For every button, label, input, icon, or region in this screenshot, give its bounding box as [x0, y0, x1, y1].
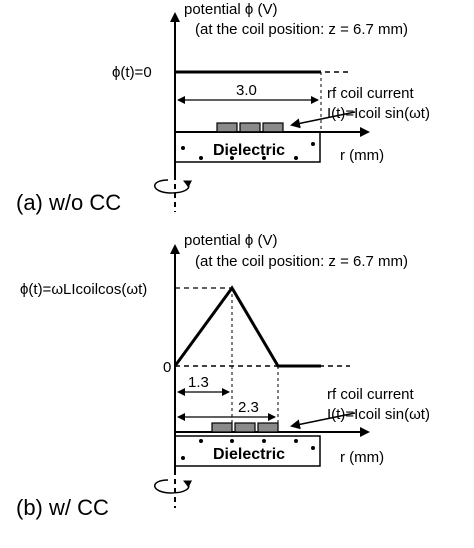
position-note-b: (at the coil position: z = 6.7 mm): [195, 253, 408, 270]
potential-axis-label-a: potential ϕ (V): [184, 1, 277, 18]
coil-winding-a1: [216, 122, 238, 133]
dot-b1: [181, 456, 185, 460]
r-axis-label-b: r (mm): [340, 449, 384, 466]
panel-b: potential ϕ (V) (at the coil position: z…: [16, 232, 430, 520]
coil-label-b: rf coil current: [327, 386, 415, 403]
dot-a5: [294, 156, 298, 160]
dot-b4: [262, 439, 266, 443]
coil-pointer-a: [290, 111, 356, 129]
coil-winding-b1: [211, 422, 233, 433]
caption-b: (b) w/ CC: [16, 495, 109, 520]
dot-a4: [262, 156, 266, 160]
dielectric-box-a: [174, 131, 321, 163]
coil-winding-a2: [239, 122, 261, 133]
caption-a: (a) w/o CC: [16, 190, 121, 215]
phi-label-a: ϕ(t)=0: [112, 64, 152, 81]
coil-winding-a3: [262, 122, 284, 133]
dielectric-label-b: Dielectric: [213, 446, 285, 463]
dielectric-box-b: [174, 435, 321, 467]
dot-b5: [294, 439, 298, 443]
coil-label-a: rf coil current: [327, 85, 415, 102]
distance-label-b2: 2.3: [238, 399, 259, 416]
potential-axis-label-b: potential ϕ (V): [184, 232, 277, 249]
coil-winding-b3: [257, 422, 279, 433]
phi-label-b: ϕ(t)=ωLIcoilcos(ωt): [20, 281, 147, 298]
dot-a3: [230, 156, 234, 160]
distance-label-a: 3.0: [236, 82, 257, 99]
current-formula-a: I(t)=Icoil sin(ωt): [327, 105, 430, 122]
dot-a1: [181, 146, 185, 150]
r-axis-label-a: r (mm): [340, 147, 384, 164]
dot-b2: [199, 439, 203, 443]
zero-label-b: 0: [163, 359, 171, 376]
position-note-a: (at the coil position: z = 6.7 mm): [195, 21, 408, 38]
potential-profile-b: [173, 285, 321, 368]
dot-a6: [311, 142, 315, 146]
dot-b6: [311, 446, 315, 450]
panel-a: potential ϕ (V) (at the coil position: z…: [16, 1, 430, 215]
coil-pointer-b: [290, 412, 356, 430]
rotation-icon-b: [154, 479, 193, 494]
dielectric-label-a: Dielectric: [213, 142, 285, 159]
rotation-icon-a: [154, 179, 193, 194]
distance-label-b1: 1.3: [188, 374, 209, 391]
current-formula-b: I(t)=Icoil sin(ωt): [327, 406, 430, 423]
dot-b3: [230, 439, 234, 443]
dot-a2: [199, 156, 203, 160]
coil-winding-b2: [234, 422, 256, 433]
